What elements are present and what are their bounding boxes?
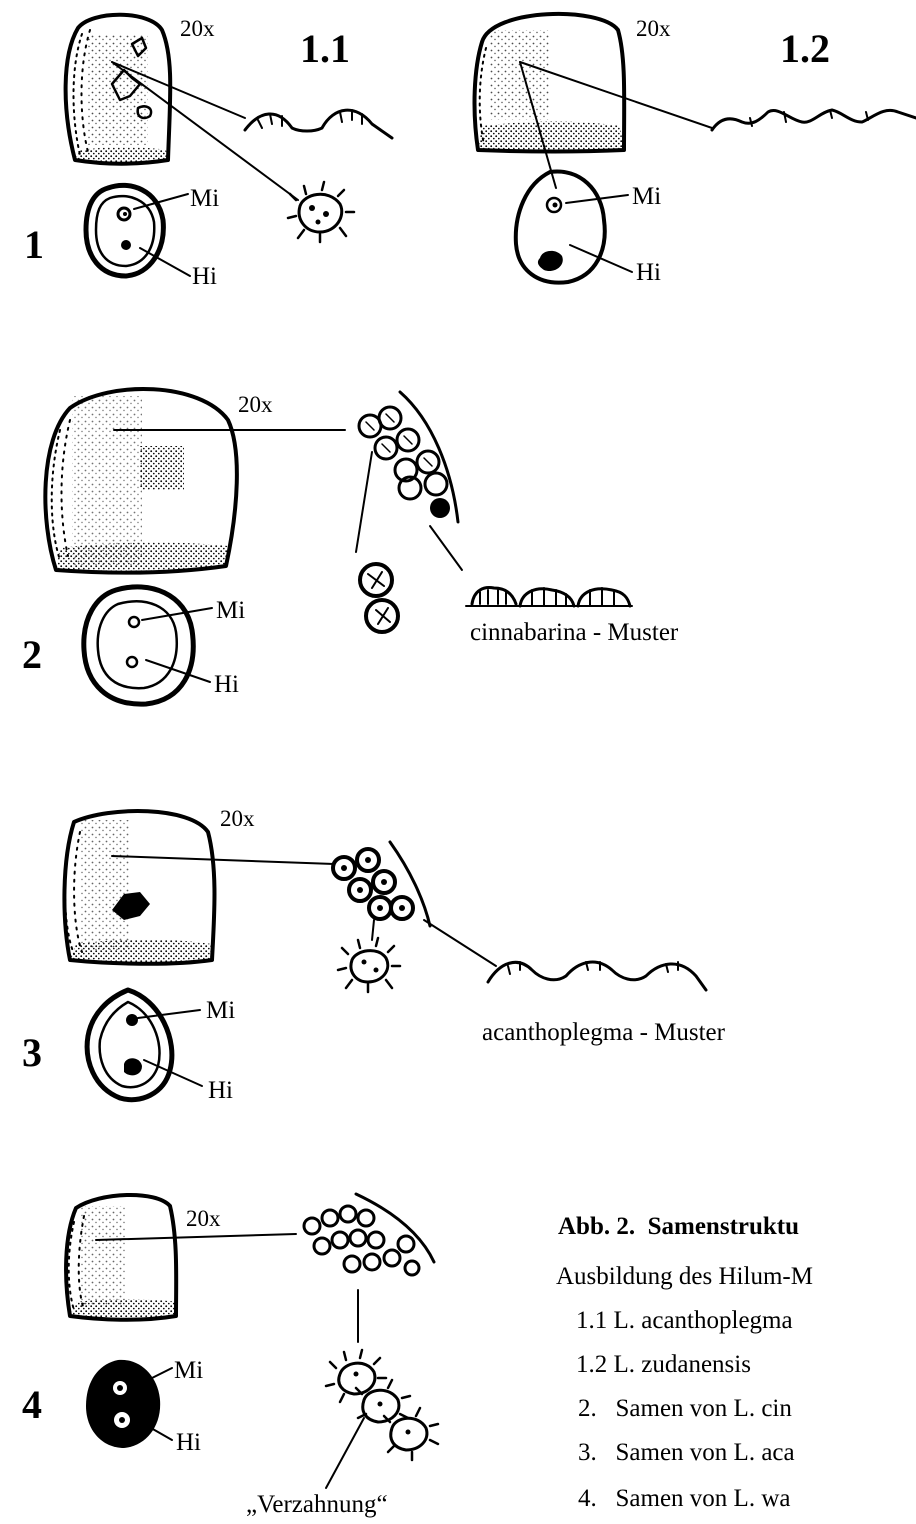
seed-side-view-4 xyxy=(66,1195,296,1320)
micropyle-label: Mi xyxy=(206,997,235,1024)
magnification-label: 20x xyxy=(636,16,671,41)
panel-label-1-1: 1.1 xyxy=(300,26,350,71)
caption-line: 1.2 L. zudanensis xyxy=(576,1351,751,1378)
hilum-label: Hi xyxy=(176,1429,201,1456)
papilla-cluster-2 xyxy=(360,564,398,632)
panel-number-3: 3 xyxy=(22,1030,42,1075)
panel-number-4: 4 xyxy=(22,1382,42,1427)
micropyle-label: Mi xyxy=(190,185,219,212)
hilum-label: Hi xyxy=(208,1077,233,1104)
magnification-label: 20x xyxy=(220,806,255,831)
hilum-label: Hi xyxy=(192,263,217,290)
magnification-label: 20x xyxy=(186,1206,221,1231)
seed-front-view-2 xyxy=(84,587,212,704)
cinnabarina-profile xyxy=(466,588,632,606)
caption-line: 2. Samen von L. cin xyxy=(578,1395,792,1422)
seed-side-view-1-1 xyxy=(66,15,171,164)
caption-line: Ausbildung des Hilum-M xyxy=(556,1263,813,1290)
caption-line: 3. Samen von L. aca xyxy=(578,1439,795,1466)
pattern-name-acanthoplegma: acanthoplegma - Muster xyxy=(482,1019,726,1046)
papilla-detail-1-1 xyxy=(288,182,354,242)
caption-line: 4. Samen von L. wa xyxy=(578,1485,790,1512)
seed-front-view-4 xyxy=(86,1360,172,1448)
interlocking-papillae-4 xyxy=(326,1350,438,1488)
seed-front-view-1-2 xyxy=(516,172,632,283)
caption-title: Abb. 2. Samenstruktu xyxy=(558,1213,799,1240)
micropyle-label: Mi xyxy=(174,1357,203,1384)
hilum-label: Hi xyxy=(636,259,661,286)
seed-front-view-3 xyxy=(87,990,202,1100)
seed-side-view-3 xyxy=(64,811,334,964)
panel-number-2: 2 xyxy=(22,632,42,677)
surface-profile-1-2 xyxy=(712,110,916,130)
papilla-detail-3 xyxy=(338,938,400,992)
seed-front-view-1-1 xyxy=(86,185,190,276)
cell-pattern-2 xyxy=(356,392,462,570)
cell-pattern-4 xyxy=(304,1194,434,1342)
micropyle-label: Mi xyxy=(632,183,661,210)
seed-side-view-1-2 xyxy=(475,14,625,152)
caption-line: 1.1 L. acanthoplegma xyxy=(576,1307,793,1334)
acanthoplegma-profile xyxy=(488,962,706,990)
hilum-label: Hi xyxy=(214,671,239,698)
micropyle-label: Mi xyxy=(216,597,245,624)
cell-pattern-3 xyxy=(333,842,496,966)
panel-label-1-2: 1.2 xyxy=(780,26,830,71)
surface-profile-1-1 xyxy=(245,110,392,138)
seed-side-view-2 xyxy=(45,389,345,573)
pattern-name-cinnabarina: cinnabarina - Muster xyxy=(470,619,679,646)
magnification-label: 20x xyxy=(238,392,273,417)
panel-number-1: 1 xyxy=(24,222,44,267)
pattern-name-interlocking: „Verzahnung“ xyxy=(246,1491,388,1518)
magnification-label: 20x xyxy=(180,16,215,41)
